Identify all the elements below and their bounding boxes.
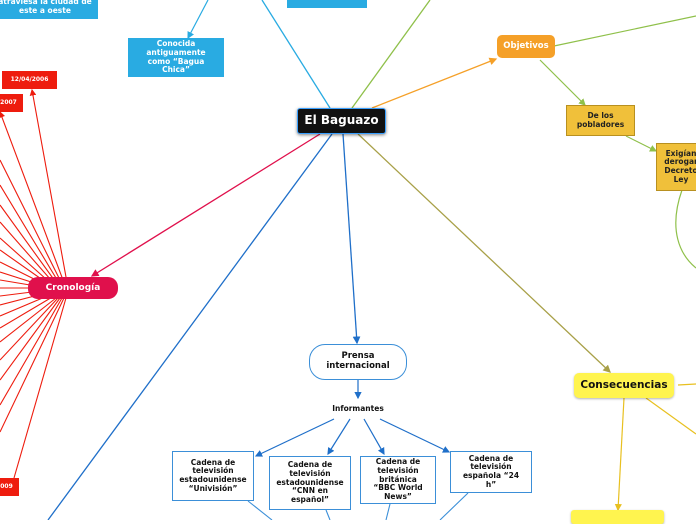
node-exigian[interactable]: Exigían derogar Decreto Ley bbox=[656, 143, 696, 191]
node-top-blue-partial[interactable] bbox=[287, 0, 367, 8]
node-conocida[interactable]: Conocida antiguamente como “Bagua Chica” bbox=[128, 38, 224, 77]
edge-root-to-objetivos bbox=[371, 57, 498, 109]
node-pobladores[interactable]: De los pobladores bbox=[566, 105, 635, 136]
edge-univision-down bbox=[247, 500, 273, 520]
edge-informantes-to-bbc bbox=[363, 418, 385, 456]
node-conocida-label: Conocida antiguamente como “Bagua Chica” bbox=[146, 39, 206, 75]
node-root[interactable]: El Baguazo bbox=[297, 108, 386, 134]
edge-cnn-down bbox=[325, 509, 331, 520]
edge-root-to-bottom-left bbox=[47, 133, 333, 520]
node-objetivos[interactable]: Objetivos bbox=[497, 35, 555, 58]
edge-pobladores-to-exigian bbox=[625, 135, 658, 152]
edge-consecuencias-to-right bbox=[677, 383, 696, 386]
edge-root-to-prensa bbox=[342, 133, 361, 345]
node-date-2007-label: 2007 bbox=[0, 98, 17, 106]
node-tve24h-label: Cadena de televisión española “24 h” bbox=[462, 453, 520, 489]
node-bbc[interactable]: Cadena de televisión británica “BBC Worl… bbox=[360, 456, 436, 504]
node-crosses-city[interactable]: atraviesa la ciudad de este a oeste bbox=[0, 0, 98, 19]
node-exigian-label: Exigían derogar Decreto Ley bbox=[664, 148, 696, 184]
node-date-2006-label: 12/04/2006 bbox=[10, 75, 49, 83]
node-consecuencias-child[interactable] bbox=[571, 510, 664, 524]
edge-informantes-to-univision bbox=[254, 418, 335, 457]
edge-root-to-cronologia bbox=[90, 133, 321, 277]
node-univision-label: Cadena de televisión estadounidense “Uni… bbox=[179, 457, 247, 493]
edge-exigian-curve bbox=[675, 189, 696, 269]
node-cronologia-label: Cronología bbox=[45, 282, 101, 293]
node-bbc-label: Cadena de televisión británica “BBC Worl… bbox=[373, 457, 423, 501]
node-univision[interactable]: Cadena de televisión estadounidense “Uni… bbox=[172, 451, 254, 501]
node-date-2006[interactable]: 12/04/2006 bbox=[2, 71, 57, 89]
edge-informantes-to-tve bbox=[379, 418, 451, 453]
edge-tve-down bbox=[439, 492, 469, 520]
edge-root-to-consecuencias bbox=[357, 133, 611, 373]
node-consecuencias[interactable]: Consecuencias bbox=[574, 373, 674, 398]
edge-consecuencias-to-right-low bbox=[645, 397, 696, 435]
edge-informantes-to-cnn bbox=[327, 418, 351, 456]
node-cnn[interactable]: Cadena de televisión estadounidense “CNN… bbox=[269, 456, 351, 510]
node-informantes[interactable]: Informantes bbox=[320, 400, 396, 418]
edge-bbc-down bbox=[385, 503, 391, 520]
edge-top-to-conocida bbox=[187, 0, 209, 40]
node-date-009-label: 009 bbox=[0, 482, 13, 490]
node-prensa[interactable]: Prensa internacional bbox=[309, 344, 407, 380]
node-prensa-label: Prensa internacional bbox=[326, 351, 390, 371]
edge-root-to-top-blue bbox=[261, 0, 331, 109]
node-cronologia[interactable]: Cronología bbox=[28, 277, 118, 299]
edge-objetivos-to-pobladores bbox=[539, 59, 586, 106]
edge-root-to-top-green bbox=[351, 0, 431, 109]
node-date-009[interactable]: 009 bbox=[0, 478, 19, 496]
node-informantes-label: Informantes bbox=[332, 403, 384, 413]
edge-consecuencias-to-bottom bbox=[614, 397, 625, 512]
node-date-2007[interactable]: 2007 bbox=[0, 94, 23, 112]
node-pobladores-label: De los pobladores bbox=[576, 110, 625, 129]
edge-objetivos-to-right bbox=[553, 15, 696, 47]
node-cnn-label: Cadena de televisión estadounidense “CNN… bbox=[276, 460, 344, 504]
node-objetivos-label: Objetivos bbox=[503, 40, 549, 51]
node-consecuencias-label: Consecuencias bbox=[580, 379, 668, 392]
node-tve24h[interactable]: Cadena de televisión española “24 h” bbox=[450, 451, 532, 493]
node-root-label: El Baguazo bbox=[304, 113, 379, 128]
node-crosses-city-label: atraviesa la ciudad de este a oeste bbox=[0, 0, 92, 15]
